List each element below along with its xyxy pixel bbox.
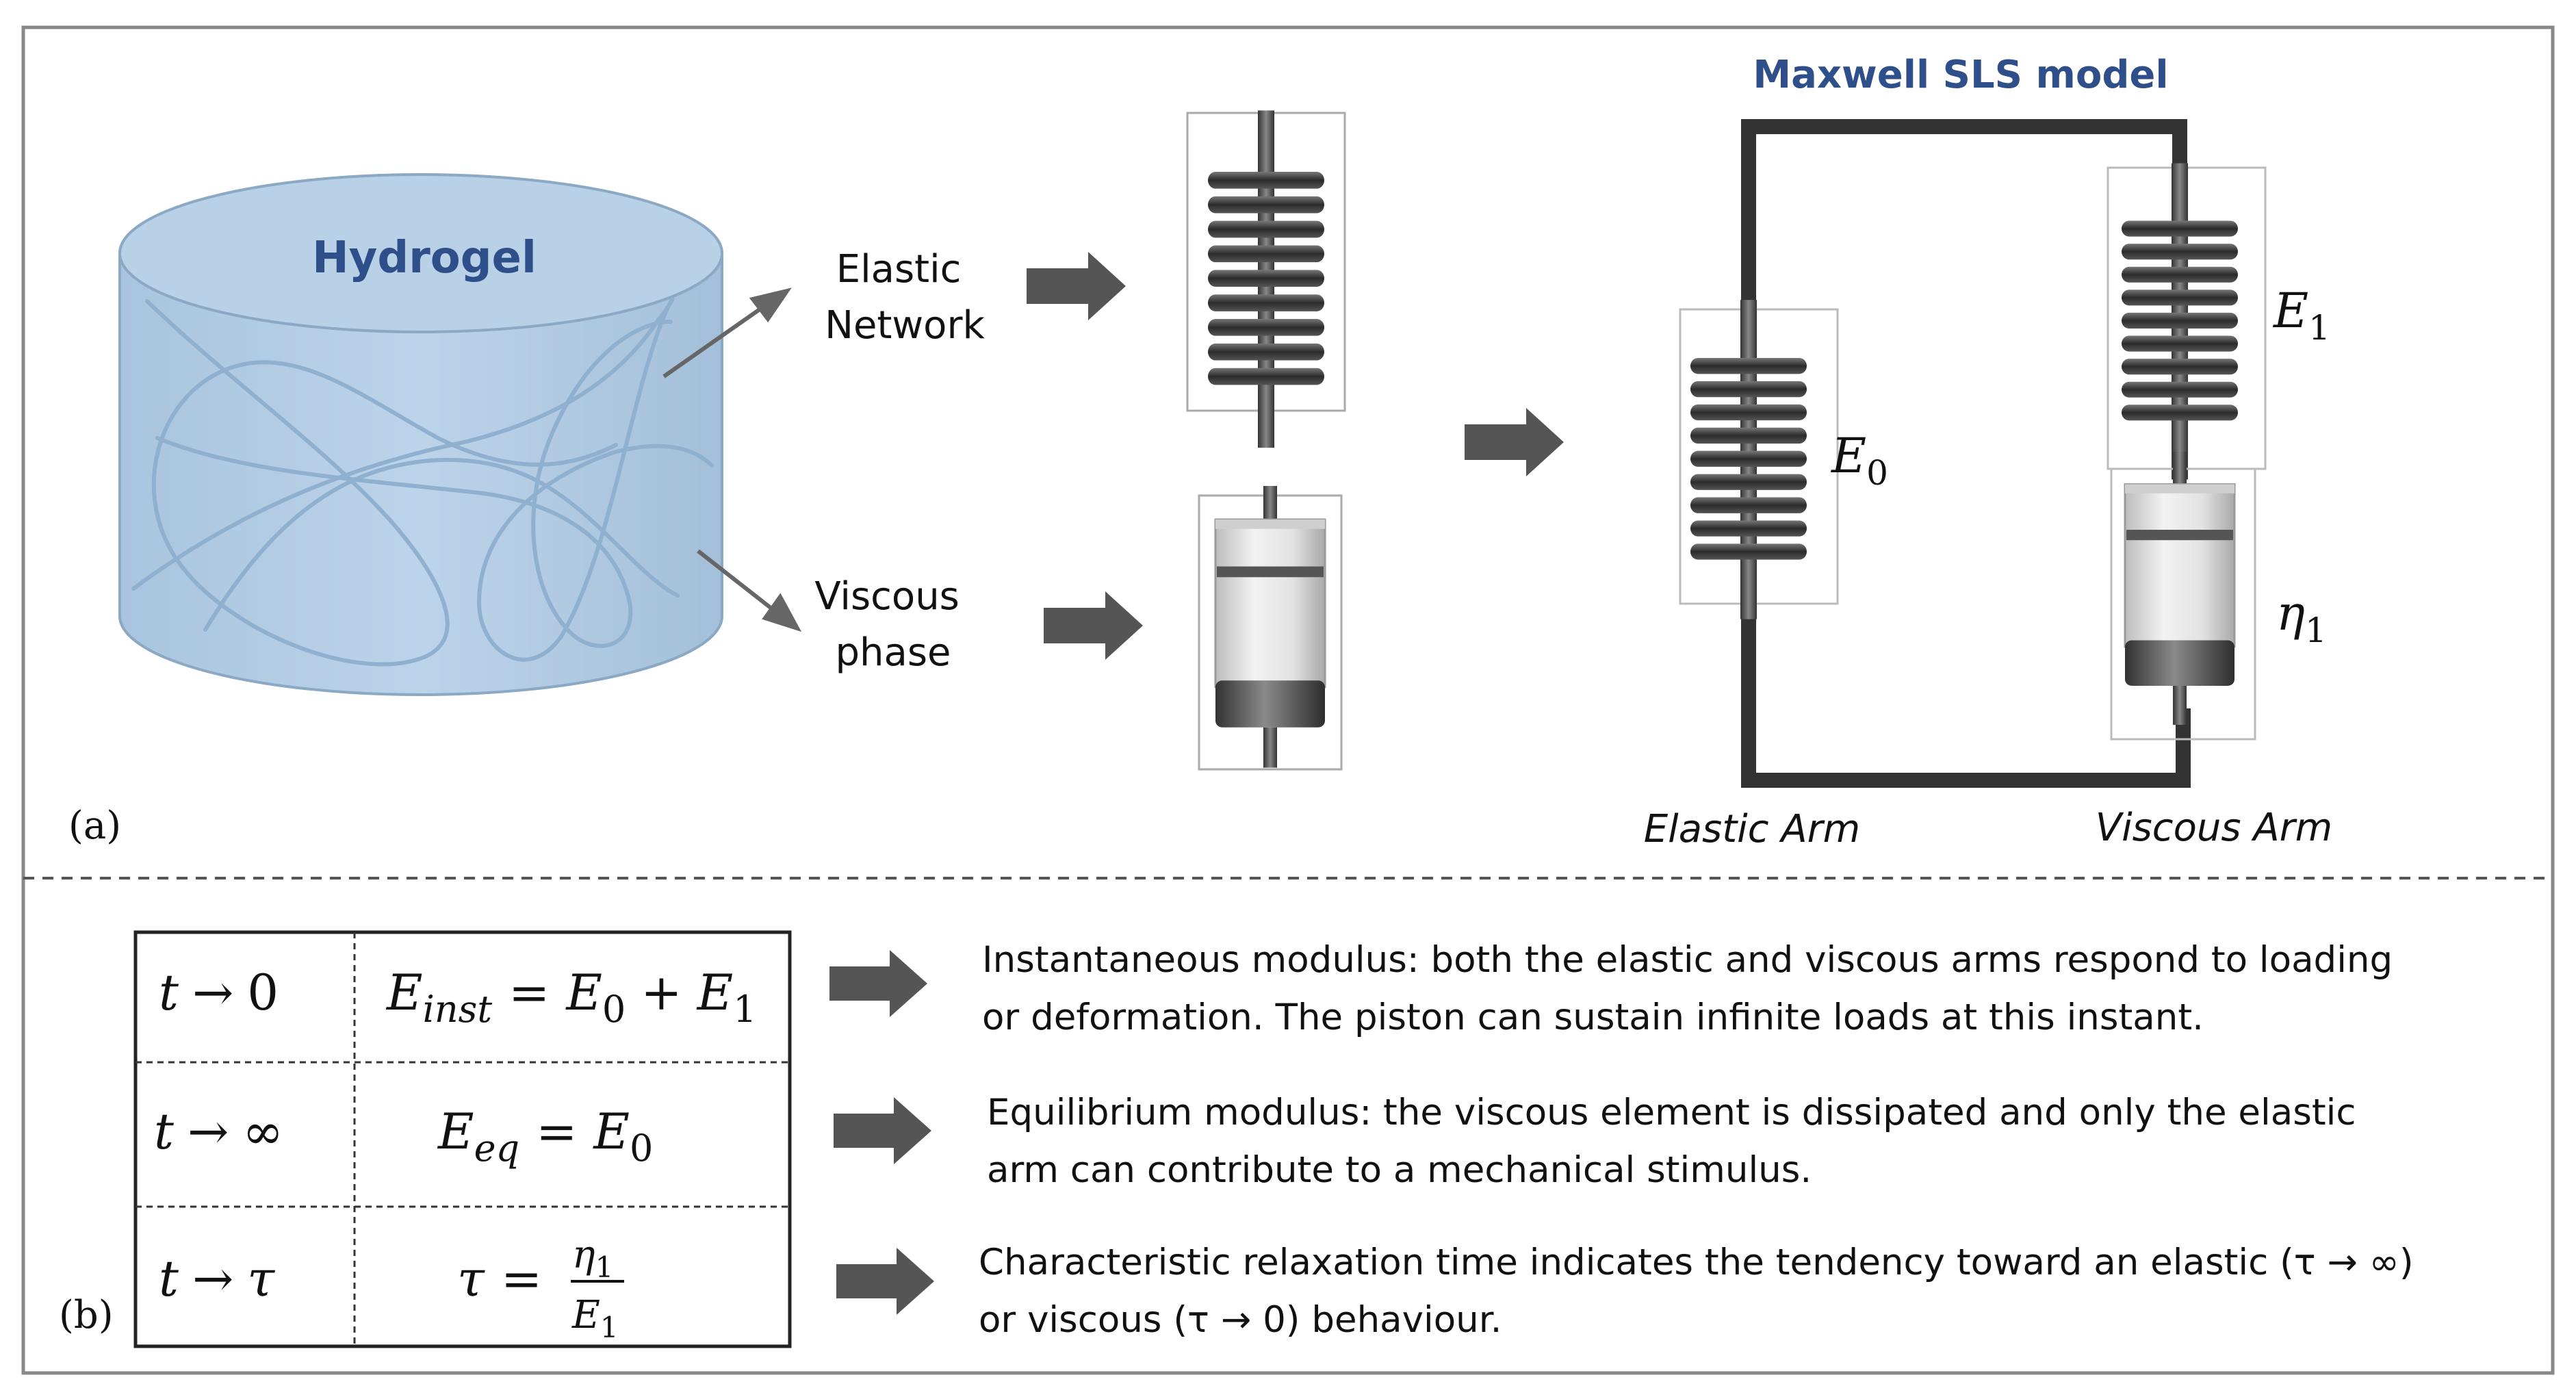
panel-b-label: (b) — [59, 1293, 114, 1337]
limit-t-to-0: t→0 — [159, 964, 279, 1021]
e1-label: E1 — [2272, 283, 2330, 348]
eta1-label: η1 — [2276, 585, 2327, 650]
description-relaxation: Characteristic relaxation time indicates… — [979, 1242, 2425, 1341]
block-arrow-row3 — [836, 1248, 934, 1315]
elastic-arm-label: Elastic Arm — [1644, 807, 1860, 851]
block-arrow-elastic — [1027, 252, 1126, 320]
block-arrow-row1 — [829, 950, 927, 1017]
e0-label: E0 — [1830, 428, 1888, 493]
model-title: Maxwell SLS model — [1753, 53, 2168, 97]
figure-frame — [21, 25, 2555, 1375]
panel-a-label: (a) — [68, 804, 121, 848]
elastic-network-label: Elastic Network — [825, 247, 985, 348]
elastic-arm-spring — [1679, 300, 1839, 619]
viscous-arm-dashpot — [2110, 450, 2256, 741]
limit-t-to-infinity: t→∞ — [154, 1103, 283, 1160]
block-arrow-row2 — [834, 1097, 931, 1164]
limit-t-to-tau: t→τ — [159, 1250, 275, 1307]
viscous-dashpot-element — [1198, 485, 1343, 771]
elastic-spring-element — [1186, 110, 1346, 448]
formula-tau: τ= η1 E1 — [457, 1233, 624, 1344]
description-equilibrium: Equilibrium modulus: the viscous element… — [987, 1092, 2367, 1191]
sls-circuit: Maxwell SLS model E0 E1 η1 Elastic Arm V… — [1644, 53, 2332, 851]
hydrogel-cylinder: Hydrogel — [118, 173, 723, 696]
viscous-phase-label: Viscous phase — [814, 574, 971, 675]
formula-e-eq: Eeq=E0 — [437, 1103, 653, 1170]
hydrogel-label: Hydrogel — [312, 233, 537, 283]
block-arrow-viscous — [1044, 591, 1143, 660]
svg-text:η1: η1 — [572, 1233, 613, 1284]
svg-text:E1: E1 — [571, 1293, 619, 1344]
viscous-arm-spring — [2107, 163, 2267, 480]
pointer-arrows — [662, 287, 802, 632]
polymer-chains — [131, 297, 714, 667]
limits-table: t→0 Einst=E0+E1 t→∞ Eeq=E0 t→τ τ= η1 E1 — [133, 930, 792, 1348]
block-arrow-model — [1465, 408, 1564, 476]
formula-e-inst: Einst=E0+E1 — [385, 964, 757, 1031]
svg-text:τ=: τ= — [457, 1250, 542, 1307]
viscous-arm-label: Viscous Arm — [2096, 806, 2332, 850]
description-instantaneous: Instantaneous modulus: both the elastic … — [982, 939, 2404, 1038]
